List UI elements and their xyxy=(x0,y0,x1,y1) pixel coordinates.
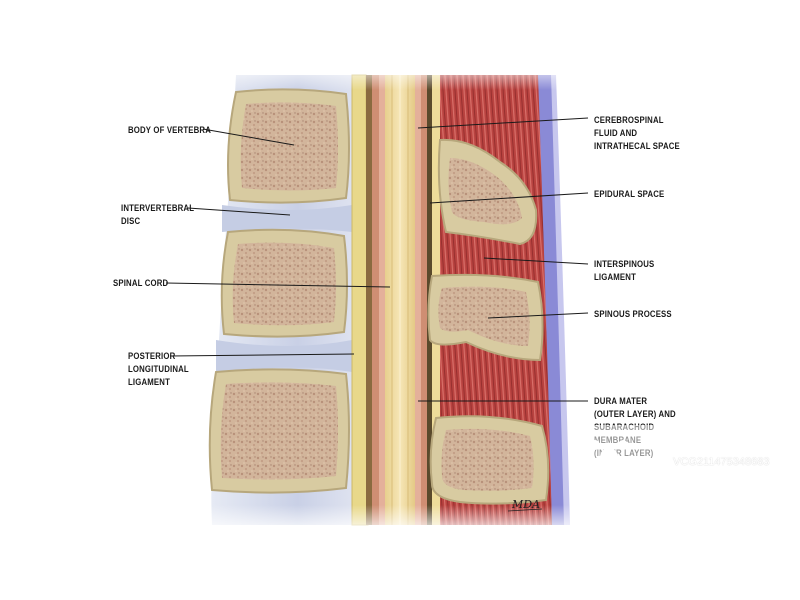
label-cerebrospinal-fluid: CEREBROSPINAL FLUID AND INTRATHECAL SPAC… xyxy=(594,115,680,152)
artist-signature: MDA xyxy=(511,498,540,511)
label-spinal-cord: SPINAL CORD xyxy=(113,278,169,289)
label-spinous-process: SPINOUS PROCESS xyxy=(594,309,672,320)
leader-posterior-longitudinal-ligament xyxy=(169,353,355,357)
label-intervertebral-disc: INTERVERTEBRAL DISC xyxy=(121,203,195,227)
leader-body-of-vertebra xyxy=(202,128,295,146)
leader-spinal-cord xyxy=(165,282,391,288)
leader-intervertebral-disc xyxy=(187,207,291,216)
label-epidural-space: EPIDURAL SPACE xyxy=(594,189,665,200)
label-body-of-vertebra: BODY OF VERTEBRA xyxy=(128,125,211,136)
leader-lines xyxy=(165,117,589,402)
leader-cerebrospinal-fluid xyxy=(417,117,589,129)
watermark-logo-icon xyxy=(590,440,628,474)
leader-interspinous-ligament xyxy=(483,257,589,265)
label-posterior-longitudinal-ligament: POSTERIOR LONGITUDINAL LIGAMENT xyxy=(128,351,189,388)
leader-spinous-process xyxy=(487,312,589,319)
watermark-text: VCG211475348683 xyxy=(673,456,770,468)
posterior-longitudinal-ligament-band xyxy=(351,74,369,526)
label-interspinous-ligament: INTERSPINOUS LIGAMENT xyxy=(594,259,655,283)
fascia-band xyxy=(538,75,566,525)
leader-epidural-space xyxy=(429,192,589,204)
watermark: VCG211475348683 xyxy=(577,425,800,489)
spinous-processes xyxy=(427,138,550,505)
vertebral-bodies xyxy=(208,88,350,494)
intervertebral-disc-shape xyxy=(222,205,352,232)
